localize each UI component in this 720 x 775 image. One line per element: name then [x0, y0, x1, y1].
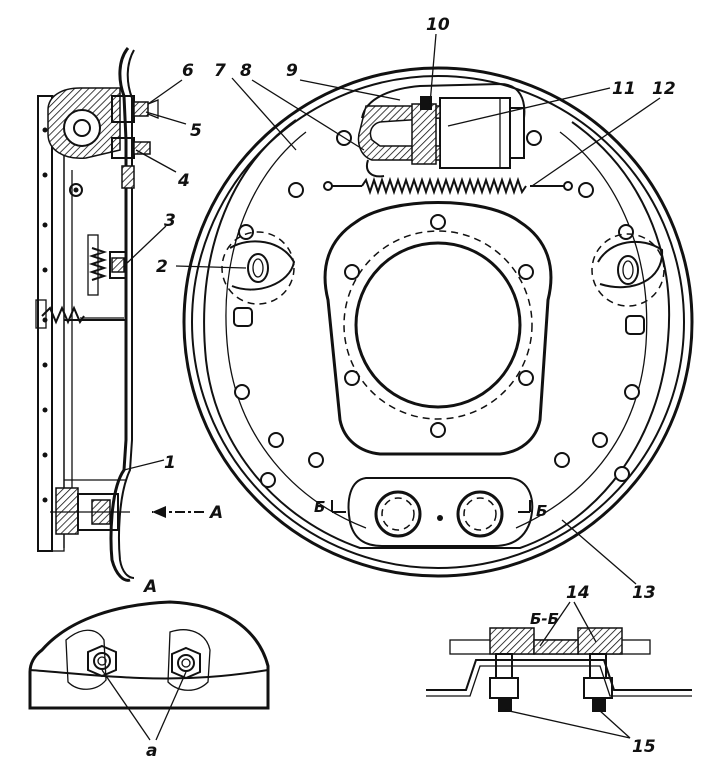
inset-title: A — [142, 577, 157, 597]
section-shoe-left — [489, 627, 535, 655]
section-b-b — [426, 627, 692, 739]
callout-7: 7 — [214, 61, 226, 81]
shoe-return-spring — [323, 176, 573, 196]
hub-pitch-circle — [343, 230, 533, 420]
backing-plate-outer — [182, 66, 694, 578]
inset-note-a: a — [146, 741, 157, 761]
callout-10: 10 — [426, 15, 450, 35]
callout-14: 14 — [566, 583, 590, 603]
view-arrow-a — [152, 506, 204, 518]
callout-2: 2 — [156, 257, 168, 277]
hub-bore — [354, 241, 522, 409]
square-hole-left — [233, 307, 253, 327]
callout-labels: 6 5 4 3 2 7 8 9 10 11 12 13 1 14 15 A A … — [142, 15, 676, 761]
adjusting-eccentric-right — [591, 233, 665, 307]
inset-nut-left — [87, 644, 117, 678]
section-mark-left: Б — [314, 498, 325, 516]
wheel-cylinder-front — [357, 82, 526, 178]
inset-nut-right — [171, 646, 201, 680]
lower-spring-side — [35, 299, 124, 329]
section-shoe-right — [577, 627, 623, 655]
backing-plate-rim — [191, 75, 685, 569]
section-mark-right: Б — [536, 502, 547, 520]
callout-1: 1 — [164, 453, 176, 473]
anchor-plate-section — [55, 487, 79, 535]
hub-bolt-holes — [344, 214, 534, 438]
rim-rivets — [42, 127, 48, 503]
drum-profile — [109, 47, 131, 582]
callout-leaders — [123, 33, 661, 647]
hub-flange — [323, 201, 553, 456]
adjusting-eccentric-left — [221, 231, 296, 305]
cylinder-bore — [63, 109, 101, 147]
section-title: Б-Б — [530, 610, 559, 628]
section-nut-left — [489, 677, 519, 699]
return-spring-side — [87, 234, 127, 296]
shoe-rim-strip — [37, 95, 53, 552]
brake-front-view — [182, 66, 694, 578]
drum-inner-profile — [118, 49, 135, 579]
callout-15: 15 — [632, 737, 656, 757]
section-plate — [426, 659, 692, 691]
anchor-pins — [331, 477, 534, 547]
callout-12: 12 — [652, 79, 676, 99]
plate-holes — [234, 130, 640, 488]
shoe-web-strip — [51, 95, 65, 552]
callout-6: 6 — [182, 61, 194, 81]
inset-boss — [28, 600, 270, 710]
callout-11: 11 — [612, 79, 636, 99]
square-hole-right — [625, 315, 645, 335]
callout-8: 8 — [240, 61, 252, 81]
side-section-view — [35, 47, 204, 582]
eccentric-pin — [69, 183, 83, 197]
callout-5: 5 — [190, 121, 202, 141]
callout-4: 4 — [177, 171, 190, 191]
callout-13: 13 — [632, 583, 656, 603]
callout-3: 3 — [164, 211, 176, 231]
view-arrow-label: A — [208, 503, 223, 523]
callout-9: 9 — [286, 61, 298, 81]
inset-view-a — [28, 600, 270, 741]
